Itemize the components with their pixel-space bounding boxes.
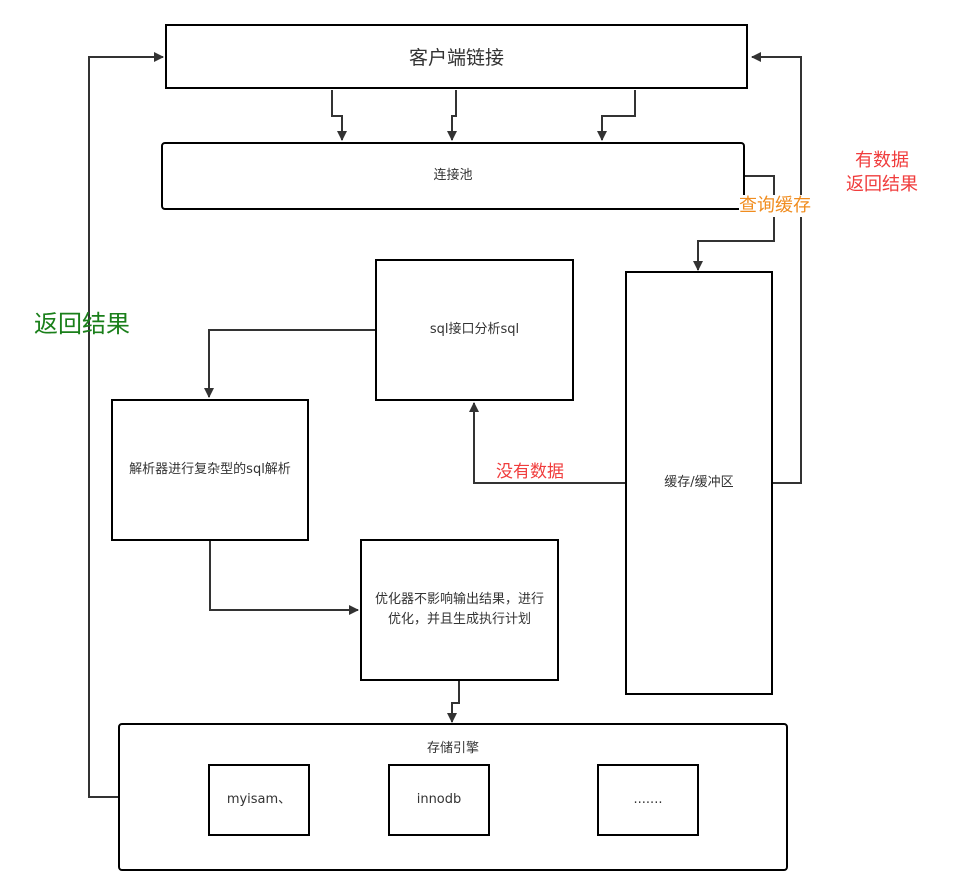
edge-optimizer-engine: [447, 680, 460, 723]
myisam-label: myisam、: [226, 792, 292, 807]
no-data-label: 没有数据: [496, 462, 564, 482]
optimizer-node: 优化器不影响输出结果，进行 优化，并且生成执行计划: [360, 539, 559, 681]
parser-label: 解析器进行复杂型的sql解析: [129, 462, 291, 477]
sql-interface-label: sql接口分析sql: [429, 322, 520, 337]
optimizer-label-line2: 优化，并且生成执行计划: [387, 612, 531, 627]
connection-pool-label: 连接池: [433, 168, 473, 183]
query-cache-label: 查询缓存: [739, 195, 811, 217]
sql-interface-node: sql接口分析sql: [375, 259, 574, 401]
cache-buffer-node: 缓存/缓冲区: [625, 271, 773, 695]
cache-buffer-label: 缓存/缓冲区: [664, 475, 734, 490]
parser-node: 解析器进行复杂型的sql解析: [111, 399, 309, 541]
optimizer-label-line1: 优化器不影响输出结果，进行: [374, 592, 544, 607]
edge-sql-parser: [204, 329, 376, 398]
return-result-label: 返回结果: [34, 310, 130, 338]
edge-client-pool-3: [597, 90, 636, 141]
client-connection-label: 客户端链接: [408, 47, 504, 69]
has-data-label-line1: 有数据: [855, 150, 909, 171]
edge-parser-optimizer: [209, 540, 359, 615]
connection-pool-node: 连接池: [161, 142, 745, 210]
has-data-label-line2: 返回结果: [846, 174, 918, 195]
myisam-node: myisam、: [208, 764, 310, 836]
edge-client-pool-2: [447, 90, 457, 141]
innodb-label: innodb: [416, 792, 462, 807]
client-connection-node: 客户端链接: [165, 24, 748, 89]
edge-client-pool-1: [331, 90, 347, 141]
more-engines-node: .......: [597, 764, 699, 836]
more-engines-label: .......: [633, 792, 663, 807]
storage-engine-label: 存储引擎: [426, 741, 479, 756]
innodb-node: innodb: [388, 764, 490, 836]
